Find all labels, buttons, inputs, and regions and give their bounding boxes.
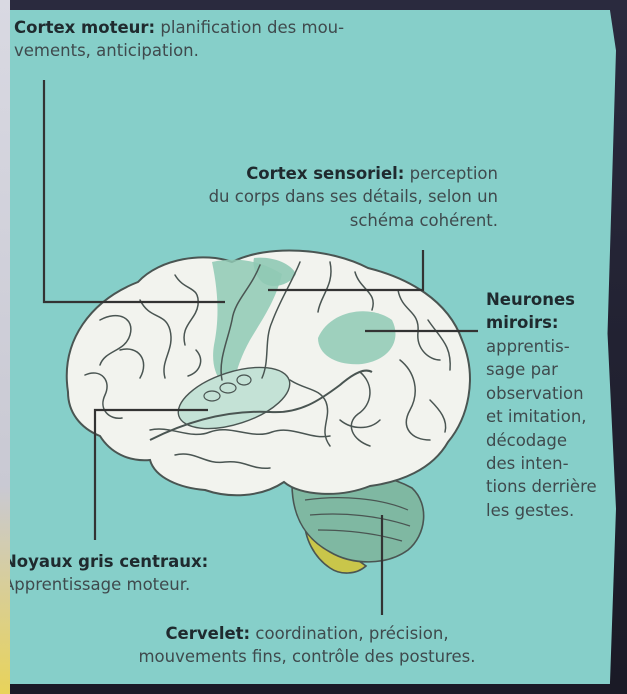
label-mirror-neurons: Neurones miroirs: apprentis-sage par observ… (486, 288, 626, 522)
term-sensory-cortex: Cortex sensoriel: (246, 164, 404, 183)
term-mirror-neurons-1: Neurones (486, 290, 575, 309)
text-mirror-neurons-4: et imitation, (486, 407, 587, 426)
text-mirror-neurons-5: décodage (486, 431, 567, 450)
text-motor-cortex-2: vements, anticipation. (14, 41, 199, 60)
term-cerebellum: Cervelet: (165, 624, 250, 643)
text-mirror-neurons-1: apprentis- (486, 337, 570, 356)
text-cerebellum-2: mouvements fins, contrôle des postures. (138, 647, 475, 666)
text-mirror-neurons-8: les gestes. (486, 501, 574, 520)
text-sensory-cortex-1: perception (404, 164, 498, 183)
label-motor-cortex: Cortex moteur: planification des mou-vem… (14, 16, 474, 63)
term-basal-ganglia: Noyaux gris centraux: (10, 552, 208, 571)
label-cerebellum: Cervelet: coordination, précision, mouvem… (92, 622, 522, 669)
text-mirror-neurons-6: des inten- (486, 454, 569, 473)
text-sensory-cortex-3: schéma cohérent. (350, 211, 498, 230)
text-mirror-neurons-7: tions derrière (486, 477, 597, 496)
text-motor-cortex-1: planification des mou- (155, 18, 344, 37)
term-mirror-neurons-2: miroirs: (486, 313, 559, 332)
text-cerebellum-1: coordination, précision, (250, 624, 448, 643)
text-basal-ganglia: Apprentissage moteur. (10, 575, 190, 594)
text-mirror-neurons-2: sage par (486, 360, 558, 379)
text-sensory-cortex-2: du corps dans ses détails, selon un (209, 187, 498, 206)
term-motor-cortex: Cortex moteur: (14, 18, 155, 37)
label-sensory-cortex: Cortex sensoriel: perception du corps dan… (120, 162, 498, 232)
text-mirror-neurons-3: observation (486, 384, 584, 403)
label-basal-ganglia: Noyaux gris centraux: Apprentissage moteu… (10, 550, 330, 597)
